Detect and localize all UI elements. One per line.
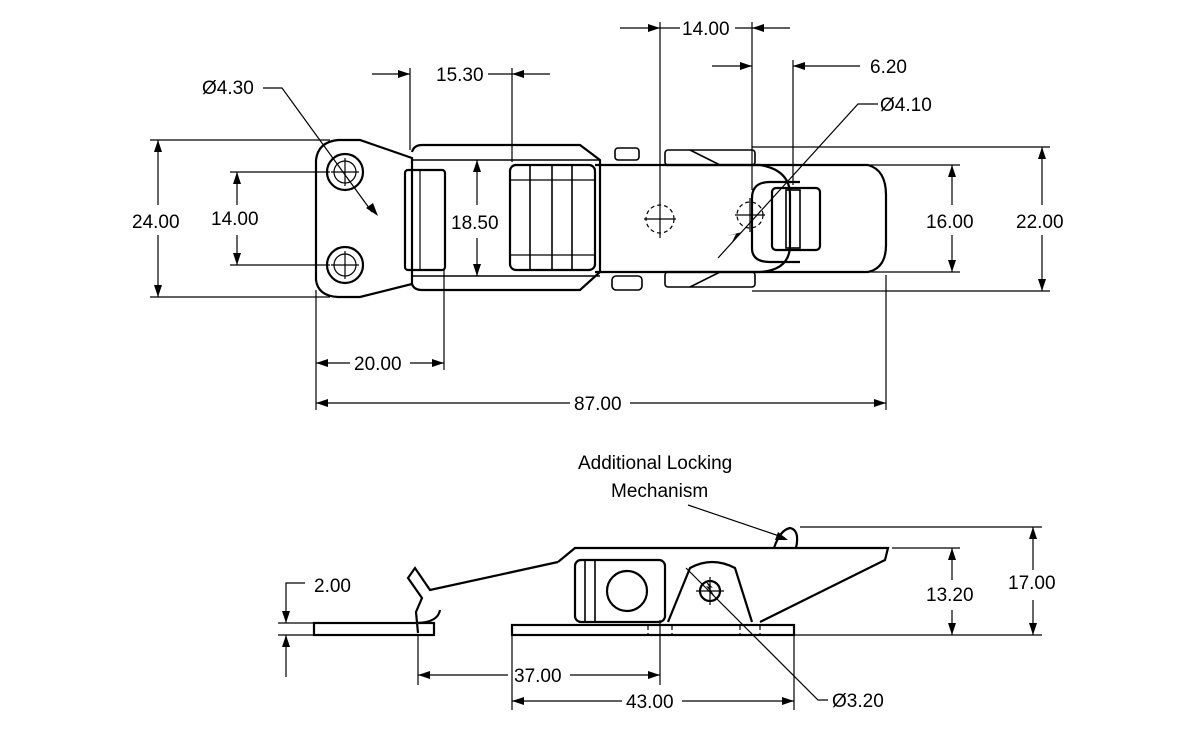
side-keeper-upright: [666, 560, 754, 623]
dim-22-00: 22.00: [1016, 212, 1064, 233]
dim-dia-4-30: Ø4.30: [202, 78, 254, 99]
hinge-block: [403, 168, 447, 272]
side-view: Additional Locking Mechanism 2.00 13.20 …: [278, 453, 1056, 713]
latch-arm: [595, 163, 792, 274]
tab-top: [614, 147, 640, 161]
dim-37-00: 37.00: [514, 666, 562, 687]
dim-2-00: 2.00: [314, 576, 351, 597]
lever-body: [410, 143, 602, 292]
dim-17-00: 17.00: [1008, 573, 1056, 594]
dim-dia-3-20: Ø3.20: [832, 691, 884, 712]
side-pivot-hole: [605, 569, 649, 613]
keeper-bottom-flange: [664, 271, 756, 288]
dim-15-30: 15.30: [436, 65, 484, 86]
mounting-hole-upper: [325, 152, 365, 192]
dim-43-00: 43.00: [626, 692, 674, 713]
hidden-hole-lever: [644, 200, 676, 238]
dim-6-20: 6.20: [870, 57, 907, 78]
side-lever: [557, 546, 890, 623]
leader-d-4-30: [263, 87, 373, 213]
note-line-1: Additional Locking: [578, 453, 732, 474]
dim-16-00: 16.00: [926, 212, 974, 233]
dim-87-00: 87.00: [574, 394, 622, 415]
keeper-outline: [665, 163, 888, 274]
dim-18-50: 18.50: [451, 213, 499, 234]
locking-loop: [750, 180, 800, 264]
keeper-hook: [770, 186, 822, 252]
leader-d-4-10: [717, 103, 878, 259]
dim-dia-4-10: Ø4.10: [880, 95, 932, 116]
tab-bottom: [611, 275, 643, 291]
keeper-top-flange: [664, 149, 756, 166]
side-pivot-block: [573, 558, 667, 624]
dim-14-00-left: 14.00: [211, 209, 259, 230]
top-view: Ø4.30 15.30 14.00 6.20 Ø4.10: [132, 19, 1064, 415]
hidden-hole-keeper: [735, 198, 765, 232]
dim-20-00: 20.00: [354, 354, 402, 375]
side-base-plate: [312, 621, 436, 637]
dim-13-20: 13.20: [926, 585, 974, 606]
dim-14-00-top: 14.00: [682, 19, 730, 40]
side-keeper-base: [510, 623, 796, 637]
mounting-hole-lower: [325, 245, 365, 285]
note-line-2: Mechanism: [611, 481, 708, 502]
dim-24-00: 24.00: [132, 212, 180, 233]
side-hinge-clip: [406, 560, 559, 634]
base-plate-outline: [314, 138, 414, 299]
